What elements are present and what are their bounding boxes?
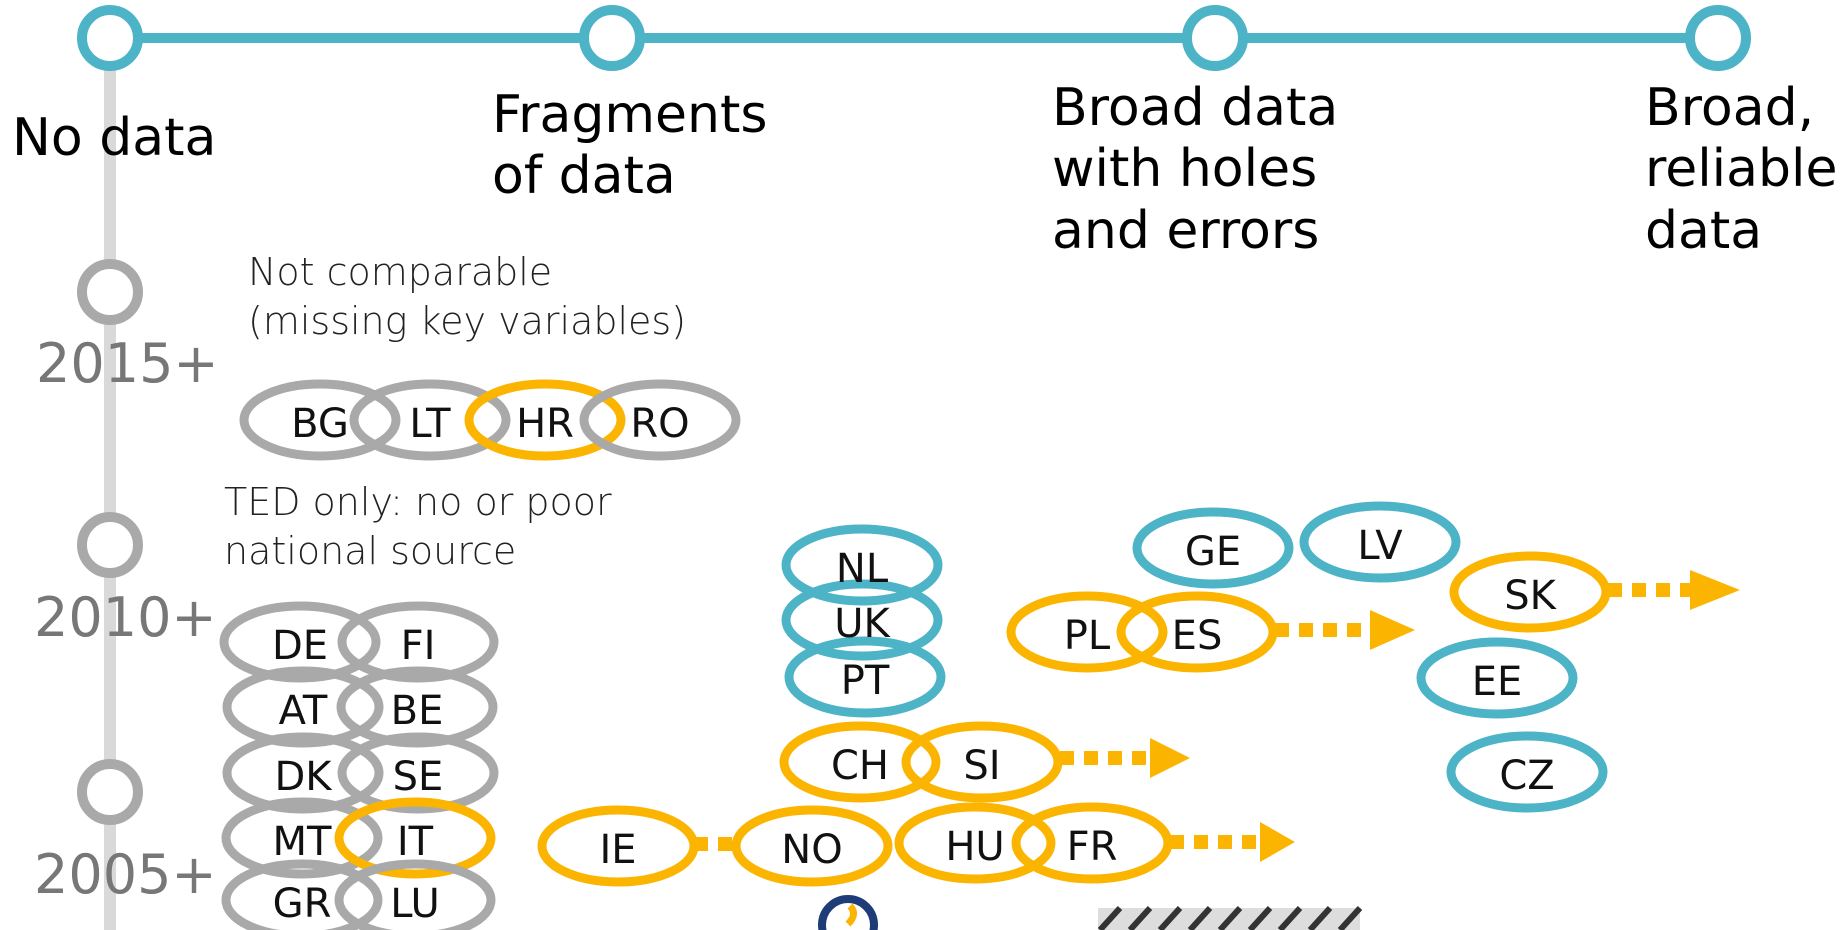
- arrow-layer: [694, 570, 1740, 862]
- country-ellipse-de: [219, 601, 381, 683]
- country-label-dk: DK: [274, 754, 332, 800]
- country-label-lv: LV: [1357, 523, 1403, 569]
- country-ellipse-dk: [222, 732, 384, 814]
- country-label-hr: HR: [516, 401, 574, 447]
- note-ted-only: TED only: no or poor national source: [224, 480, 612, 574]
- country-label-nl: NL: [835, 546, 889, 592]
- country-ellipse-at: [222, 666, 384, 748]
- arrow-head-sk: [1690, 570, 1740, 610]
- country-label-be: BE: [390, 688, 444, 734]
- scale-node-broad-reliable: [1685, 5, 1751, 71]
- country-ellipse-sk: [1449, 551, 1611, 633]
- country-label-se: SE: [392, 754, 444, 800]
- scale-label-broad-holes: Broad data with holes and errors: [1052, 78, 1339, 261]
- scale-node-broad-holes: [1182, 5, 1248, 71]
- country-ellipse-bg: [239, 379, 401, 461]
- country-label-ie: IE: [599, 827, 637, 873]
- country-label-ee: EE: [1471, 659, 1523, 705]
- note-not-comparable: Not comparable (missing key variables): [248, 250, 687, 344]
- arrow-head-fr: [1260, 822, 1295, 862]
- country-label-cz: CZ: [1499, 753, 1555, 799]
- scale-label-broad-reliable: Broad, reliable data: [1645, 78, 1838, 261]
- country-ellipse-se: [337, 732, 499, 814]
- timeline-node-2005: [77, 759, 143, 825]
- country-label-si: SI: [963, 743, 1001, 789]
- arrow-head-si: [1150, 738, 1190, 778]
- country-label-no: NO: [781, 827, 843, 873]
- country-ellipse-be: [336, 666, 498, 748]
- logo-circle: [818, 895, 878, 930]
- country-ellipse-lu: [334, 859, 496, 930]
- country-label-de: DE: [271, 623, 329, 669]
- scale-node-no-data: [77, 5, 143, 71]
- country-label-pl: PL: [1063, 613, 1111, 659]
- country-ellipse-fi: [337, 601, 499, 683]
- country-ellipse-nl: [781, 524, 943, 606]
- country-ellipse-gr: [221, 859, 383, 930]
- country-ellipse-ro: [579, 379, 741, 461]
- country-label-uk: UK: [834, 601, 890, 647]
- year-label-2005: 2005+: [34, 843, 217, 906]
- logo-striped-banner: [1097, 905, 1363, 930]
- country-ellipse-ee: [1416, 637, 1578, 719]
- country-label-mt: MT: [272, 819, 332, 865]
- timeline-node-2015: [77, 259, 143, 325]
- country-label-hu: HU: [945, 824, 1005, 870]
- country-label-ro: RO: [630, 401, 690, 447]
- country-label-sk: SK: [1504, 573, 1556, 619]
- country-label-fi: FI: [400, 623, 436, 669]
- country-label-lu: LU: [390, 881, 440, 927]
- country-ellipse-pt: [784, 636, 946, 718]
- country-ellipse-no: [731, 805, 893, 887]
- country-ellipse-ie: [537, 805, 699, 887]
- country-label-fr: FR: [1066, 824, 1118, 870]
- year-label-2015: 2015+: [36, 332, 219, 395]
- country-ellipse-hr: [464, 379, 626, 461]
- timeline-node-2010: [77, 512, 143, 578]
- country-ellipse-cz: [1446, 731, 1608, 813]
- country-ellipse-ch: [779, 721, 941, 803]
- country-label-ch: CH: [830, 743, 890, 789]
- country-ellipse-ge: [1132, 507, 1294, 589]
- scale-label-no-data: No data: [12, 108, 217, 168]
- country-label-pt: PT: [840, 658, 890, 704]
- country-label-bg: BG: [291, 401, 349, 447]
- country-ellipse-fr: [1011, 802, 1173, 884]
- country-label-lt: LT: [409, 401, 451, 447]
- country-ellipse-es: [1116, 591, 1278, 673]
- country-ellipse-mt: [221, 797, 383, 879]
- country-ellipse-it: [334, 797, 496, 879]
- country-label-it: IT: [396, 819, 434, 865]
- year-label-2010: 2010+: [34, 586, 217, 649]
- scale-node-fragments: [579, 5, 645, 71]
- country-label-ge: GE: [1184, 529, 1242, 575]
- country-ellipse-hu: [894, 802, 1056, 884]
- country-ellipse-lt: [349, 379, 511, 461]
- country-ellipse-layer: [219, 379, 1611, 930]
- country-ellipse-pl: [1006, 591, 1168, 673]
- country-label-gr: GR: [272, 881, 332, 927]
- country-label-at: AT: [278, 688, 328, 734]
- country-ellipse-uk: [781, 579, 943, 661]
- country-label-es: ES: [1171, 613, 1223, 659]
- arrow-head-es: [1370, 610, 1415, 650]
- country-ellipse-si: [901, 721, 1063, 803]
- scale-label-fragments: Fragments of data: [492, 85, 768, 207]
- country-ellipse-lv: [1299, 501, 1461, 583]
